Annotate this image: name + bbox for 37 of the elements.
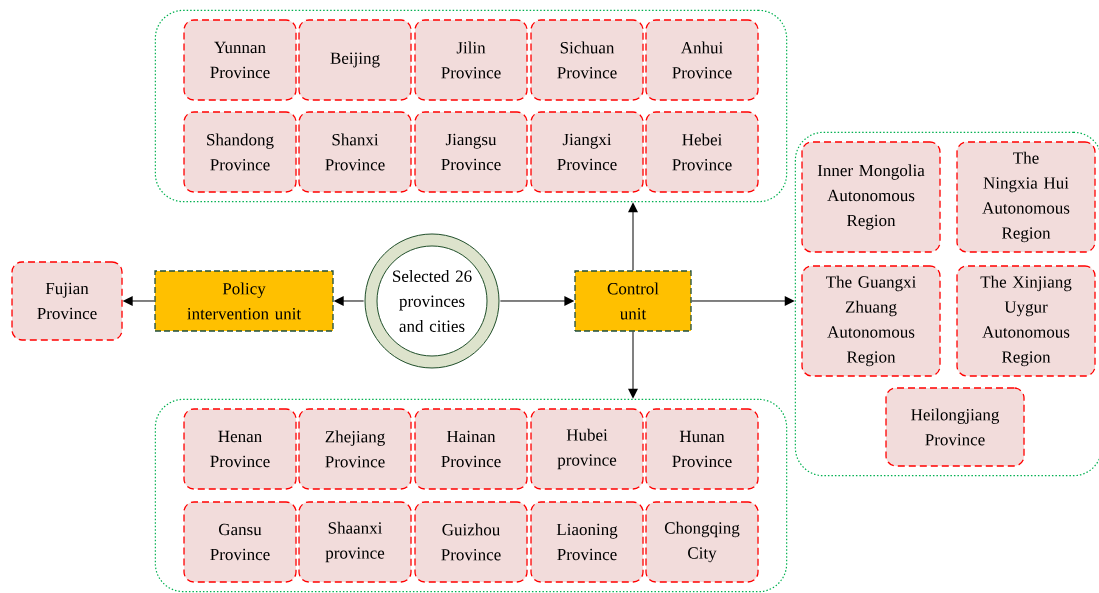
arrow (499, 296, 575, 306)
arrow (333, 296, 365, 306)
province-box: Shanxi Province (298, 111, 412, 193)
province-box: Shaanxi province (298, 501, 412, 583)
province-box: Jiangxi Province (530, 111, 644, 193)
province-box: Henan Province (183, 408, 297, 490)
province-box: Chongqing City (645, 501, 759, 583)
province-box: Jiangsu Province (414, 111, 528, 193)
arrow (628, 331, 638, 399)
province-box: Hainan Province (414, 408, 528, 490)
province-box: Hunan Province (645, 408, 759, 490)
group-outline (154, 398, 788, 593)
arrow (628, 202, 638, 271)
province-box: Liaoning Province (530, 501, 644, 583)
province-box: Hubei province (530, 408, 644, 490)
province-box: Hebei Province (645, 111, 759, 193)
province-box: Sichuan Province (530, 19, 644, 101)
province-box: Anhui Province (645, 19, 759, 101)
unit-box: Policy intervention unit (154, 270, 334, 332)
province-box: Jilin Province (414, 19, 528, 101)
group-outline (154, 9, 788, 203)
group-outline (794, 131, 1099, 477)
province-box: The Ningxia Hui Autonomous Region (956, 141, 1096, 253)
province-box: Shandong Province (183, 111, 297, 193)
province-box: Inner Mongolia Autonomous Region (801, 141, 941, 253)
arrow (122, 296, 155, 306)
province-box: Fujian Province (11, 261, 123, 341)
province-box: Beijing (298, 19, 412, 101)
province-box: Yunnan Province (183, 19, 297, 101)
arrow (691, 296, 795, 306)
province-box: Zhejiang Province (298, 408, 412, 490)
province-box: The Guangxi Zhuang Autonomous Region (801, 265, 941, 377)
province-box: Heilongjiang Province (885, 387, 1025, 467)
province-box: The Xinjiang Uygur Autonomous Region (956, 265, 1096, 377)
province-box: Guizhou Province (414, 501, 528, 583)
province-box: Gansu Province (183, 501, 297, 583)
unit-box: Control unit (574, 270, 692, 332)
